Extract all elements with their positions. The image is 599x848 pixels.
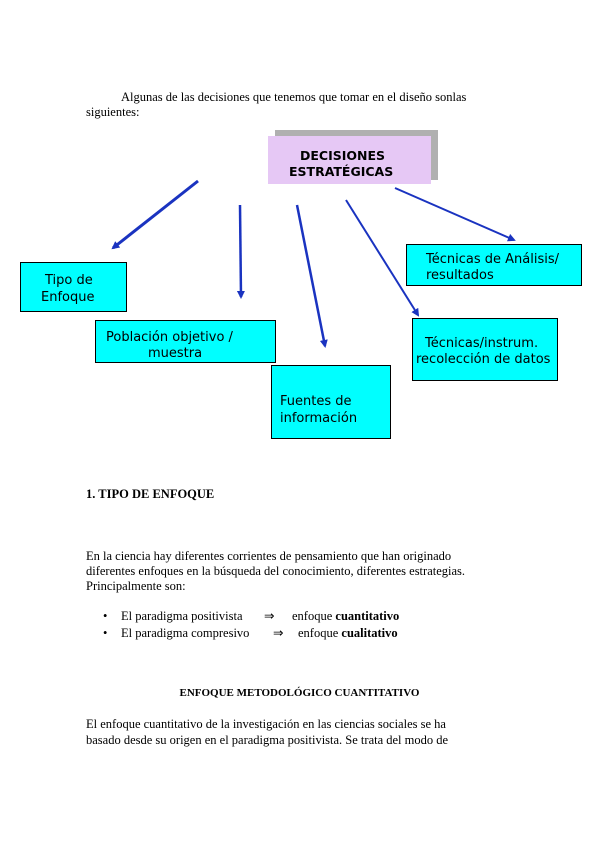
- bullet-item-positivista: • El paradigma positivista ⇒ enfoque cua…: [103, 609, 399, 624]
- bullet-positivista-result: cuantitativo: [335, 609, 400, 623]
- tecnicas-anal-line-1: Técnicas de Análisis/: [426, 252, 559, 267]
- section-1-para-line-3: Principalmente son:: [86, 579, 186, 593]
- section-1-para-line-1: En la ciencia hay diferentes corrientes …: [86, 549, 452, 563]
- tecnicas-anal-line-2: resultados: [426, 268, 494, 283]
- section-2-para-line-1: El enfoque cuantitativo de la investigac…: [86, 717, 446, 731]
- bullet-compresivo-label: El paradigma compresivo: [121, 626, 250, 640]
- double-arrow-icon: ⇒: [264, 609, 275, 623]
- box-tecnicas-instrumentos: Técnicas/instrum. recolección de datos: [412, 318, 558, 381]
- tecnicas-instr-line-1: Técnicas/instrum.: [425, 336, 539, 351]
- bullet-positivista-result-prefix: enfoque: [292, 609, 336, 623]
- arrow-to-tecnicas-anal: [394, 187, 516, 242]
- poblacion-line-2: muestra: [148, 346, 203, 361]
- section-2-heading: ENFOQUE METODOLÓGICO CUANTITATIVO: [179, 687, 420, 699]
- tipo-line-2: Enfoque: [41, 290, 95, 305]
- center-label-line-1: DECISIONES: [300, 148, 386, 163]
- fuentes-line-2: información: [280, 411, 358, 426]
- section-1-para-line-2: diferentes enfoques en la búsqueda del c…: [86, 564, 466, 578]
- poblacion-line-1: Población objetivo /: [106, 330, 233, 345]
- bullet-item-compresivo: • El paradigma compresivo ⇒ enfoque cual…: [103, 626, 398, 641]
- arrow-to-tipo: [111, 179, 199, 250]
- bullet-compresivo-result: cualitativo: [341, 626, 398, 640]
- center-box: DECISIONES ESTRATÉGICAS: [268, 136, 431, 184]
- arrow-to-tecnicas-instr: [345, 199, 420, 317]
- tipo-line-1: Tipo de: [45, 273, 93, 288]
- arrow-to-fuentes: [295, 204, 328, 348]
- fuentes-line-1: Fuentes de: [280, 394, 352, 409]
- arrow-to-poblacion: [236, 204, 245, 299]
- intro-line-1: Algunas de las decisiones que tenemos qu…: [121, 90, 467, 104]
- double-arrow-icon: ⇒: [273, 626, 284, 640]
- box-tipo-enfoque: Tipo de Enfoque: [20, 262, 127, 312]
- section-2-para-line-2: basado desde su origen en el paradigma p…: [86, 733, 449, 747]
- bullet-dot-icon: •: [103, 609, 108, 623]
- intro-line-2: siguientes:: [86, 105, 140, 119]
- section-1-heading: 1. TIPO DE ENFOQUE: [86, 487, 215, 501]
- center-label-line-2: ESTRATÉGICAS: [289, 164, 394, 179]
- box-fuentes: Fuentes de información: [271, 365, 391, 439]
- bullet-positivista-label: El paradigma positivista: [121, 609, 243, 623]
- box-tecnicas-analisis: Técnicas de Análisis/ resultados: [406, 244, 582, 286]
- bullet-dot-icon: •: [103, 626, 108, 640]
- bullet-compresivo-result-prefix: enfoque: [298, 626, 342, 640]
- tecnicas-instr-line-2: recolección de datos: [416, 352, 551, 367]
- box-poblacion: Población objetivo / muestra: [95, 320, 276, 363]
